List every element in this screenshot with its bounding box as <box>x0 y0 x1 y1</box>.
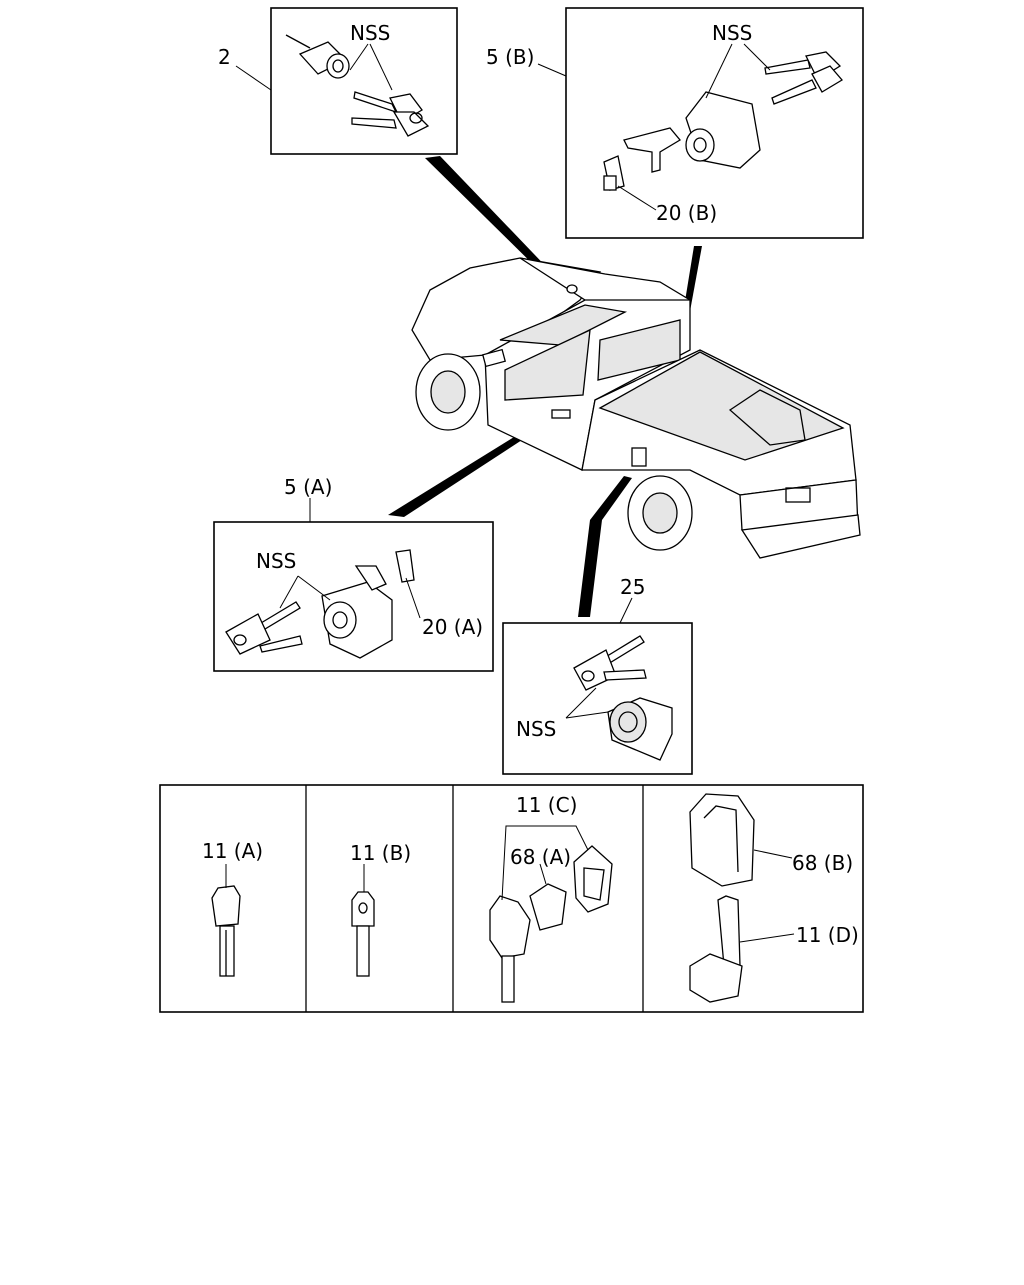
callout-5b: 5 (B) <box>486 45 534 69</box>
key-11a <box>211 885 241 977</box>
key-11b <box>351 891 375 977</box>
callout-68a: 68 (A) <box>510 845 571 869</box>
callout-11b: 11 (B) <box>350 841 411 865</box>
key-11c <box>489 845 613 1003</box>
callout-nss-ignition: NSS <box>350 21 390 45</box>
leader-5a <box>388 421 548 517</box>
callout-20b: 20 (B) <box>656 201 717 225</box>
callout-nss-5a: NSS <box>256 549 296 573</box>
callout-leaders <box>225 43 795 943</box>
callout-nss-25: NSS <box>516 717 556 741</box>
callout-11d: 11 (D) <box>796 923 859 947</box>
callout-5a: 5 (A) <box>284 475 332 499</box>
fuel-lid <box>631 447 647 467</box>
box-door-lock-5a <box>213 521 494 672</box>
box-door-lock-5b <box>565 7 864 239</box>
leader-25 <box>578 476 632 617</box>
box-ignition-cylinder <box>270 7 458 155</box>
callout-25: 25 <box>620 575 645 599</box>
callout-68b: 68 (B) <box>792 851 853 875</box>
callout-labels: 2 NSS 5 (B) NSS 20 (B) 5 (A) NSS 20 (A) … <box>202 21 859 947</box>
door-handle <box>551 409 571 419</box>
pickup-truck <box>411 257 861 559</box>
key-11d <box>689 793 755 1003</box>
leader-ignition <box>425 156 556 281</box>
callout-20a: 20 (A) <box>422 615 483 639</box>
callout-11c: 11 (C) <box>516 793 577 817</box>
callout-nss-5b: NSS <box>712 21 752 45</box>
callout-2: 2 <box>218 45 231 69</box>
callout-11a: 11 (A) <box>202 839 263 863</box>
key-panel <box>159 784 864 1013</box>
box-fuel-lid-lock-25 <box>502 622 693 775</box>
